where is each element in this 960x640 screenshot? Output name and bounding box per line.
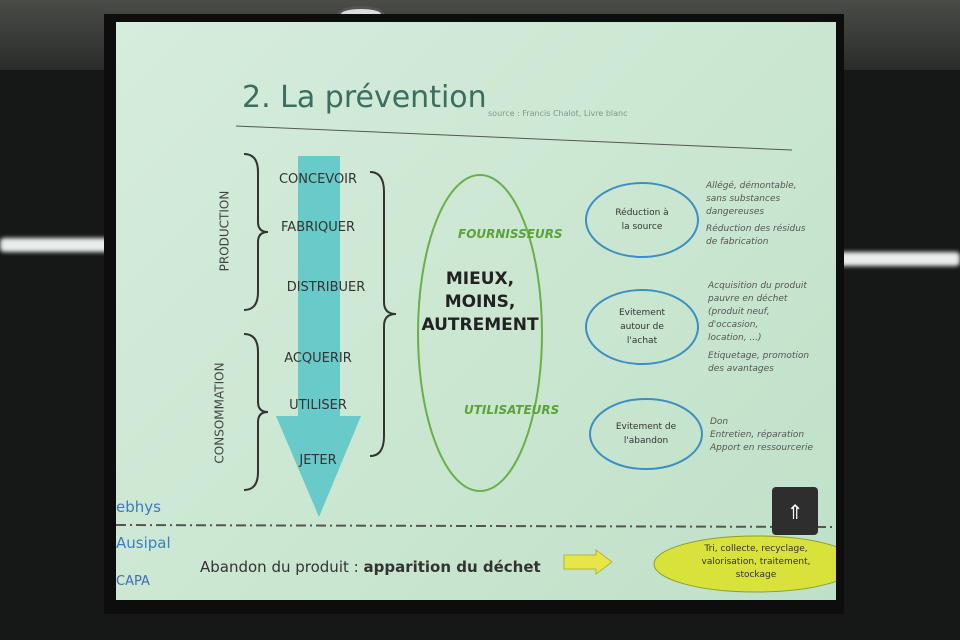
step-concevoir: CONCEVOIR bbox=[278, 172, 358, 187]
steps-brace bbox=[369, 171, 397, 457]
group-label-production: PRODUCTION bbox=[217, 190, 232, 272]
diagram-shapes: ⇑ bbox=[116, 125, 836, 593]
logo-badge bbox=[772, 487, 818, 535]
label-fournisseurs: FOURNISSEURS bbox=[458, 227, 563, 241]
center-line: MIEUX, bbox=[445, 269, 515, 289]
center-line: AUTREMENT bbox=[421, 315, 539, 335]
slide-title: 2. La prévention bbox=[242, 80, 487, 115]
dashed-separator bbox=[116, 524, 836, 528]
result-ellipse bbox=[653, 535, 836, 593]
title-underline bbox=[235, 125, 793, 151]
logo-ebhys: ebhys bbox=[116, 498, 161, 516]
action-ellipse bbox=[585, 182, 699, 258]
down-arrow bbox=[276, 156, 361, 517]
center-message: MIEUX, MOINS, AUTREMENT bbox=[420, 268, 540, 337]
result-arrow bbox=[563, 549, 613, 575]
step-fabriquer: FABRIQUER bbox=[281, 220, 355, 235]
group-label-consommation: CONSOMMATION bbox=[212, 362, 227, 464]
step-distribuer: DISTRIBUER bbox=[286, 280, 366, 295]
slide: ⇑ 2. La prévention source : Francis Chal… bbox=[116, 22, 836, 600]
footer-text: Abandon du produit : apparition du déche… bbox=[200, 558, 541, 576]
logo-ausipal: Ausipal bbox=[116, 534, 171, 552]
svg-text:⇑: ⇑ bbox=[787, 500, 804, 524]
wall-light bbox=[0, 238, 110, 252]
logo-capa: CAPA bbox=[116, 574, 150, 589]
action-ellipse bbox=[589, 398, 703, 470]
center-line: MOINS, bbox=[444, 292, 516, 312]
consommation-brace bbox=[243, 333, 269, 491]
label-utilisateurs: UTILISATEURS bbox=[464, 403, 560, 417]
result-text: Tri, collecte, recyclage,valorisation, t… bbox=[701, 544, 811, 580]
center-ellipse bbox=[417, 174, 543, 492]
step-jeter: JETER bbox=[299, 453, 337, 468]
step-utiliser: UTILISER bbox=[289, 398, 347, 413]
step-acquerir: ACQUERIR bbox=[284, 351, 352, 366]
action-ellipse bbox=[585, 289, 699, 365]
source-citation: source : Francis Chalot, Livre blanc bbox=[488, 109, 628, 118]
production-brace bbox=[243, 153, 269, 311]
wall-light bbox=[836, 252, 960, 266]
